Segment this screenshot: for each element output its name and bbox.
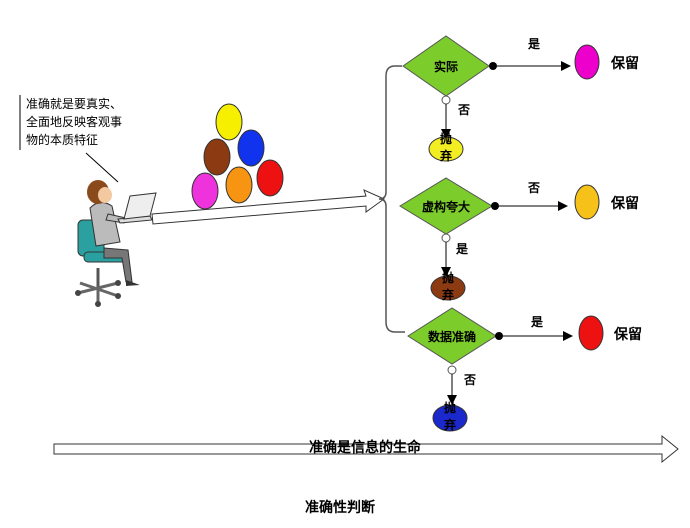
quote-text: 准确就是要真实、 全面地反映客观事 物的本质特征 [19,95,122,183]
decision-node-2: 虚构夸大 否 保留 是 抛 弃 [399,177,639,302]
quote-line-1: 准确就是要真实、 [26,96,122,111]
decision-label-3: 数据准确 [428,329,476,344]
quote-line-3: 物的本质特征 [26,132,98,147]
keep-balloon-3 [578,315,604,351]
keep-balloon-1 [574,44,600,80]
decision-label-1: 实际 [434,59,458,74]
discard-balloon-1 [428,136,464,162]
decision-3-right-label: 是 [530,315,544,329]
discard-label-3-top: 抛 [444,400,456,415]
balloon-brown [203,138,231,176]
balloon-red [256,159,284,197]
balloon-magenta [191,172,219,210]
keep-label-1: 保留 [610,55,639,72]
hollow-arrow-to-decisions [151,189,385,225]
discard-label-3-bottom: 弃 [444,417,456,432]
bottom-arrow-text: 准确是信息的生命 [309,439,422,456]
discard-balloon-3 [432,404,468,432]
discard-label-1-bottom: 弃 [440,148,452,163]
keep-label-3: 保留 [613,326,642,343]
balloons-cluster [191,103,284,210]
diagram-caption: 准确性判断 [305,499,375,516]
discard-label-2-top: 抛 [442,270,454,285]
discard-balloon-2 [430,275,466,301]
discard-label-2-bottom: 弃 [442,287,454,302]
quote-line-2: 全面地反映客观事 [26,114,122,129]
keep-label-2: 保留 [610,195,639,212]
decision-3-down-label: 否 [463,373,476,387]
keep-balloon-2 [574,184,600,220]
balloon-yellow [215,103,243,141]
decision-bracket [378,65,405,333]
balloon-orange [225,166,253,204]
person-at-laptop-icon [75,180,157,307]
decision-2-down-label: 是 [455,242,469,256]
decision-label-2: 虚构夸大 [422,199,470,214]
decision-1-right-label: 是 [527,37,541,51]
bottom-arrow: 准确是信息的生命 [53,434,679,464]
decision-1-down-label: 否 [457,103,470,117]
decision-node-1: 实际 是 保留 否 抛 弃 [402,35,639,163]
decision-node-3: 数据准确 是 保留 否 抛 弃 [407,307,642,432]
decision-2-right-label: 否 [527,181,540,195]
balloon-blue [237,129,265,167]
discard-label-1-top: 抛 [440,131,452,146]
